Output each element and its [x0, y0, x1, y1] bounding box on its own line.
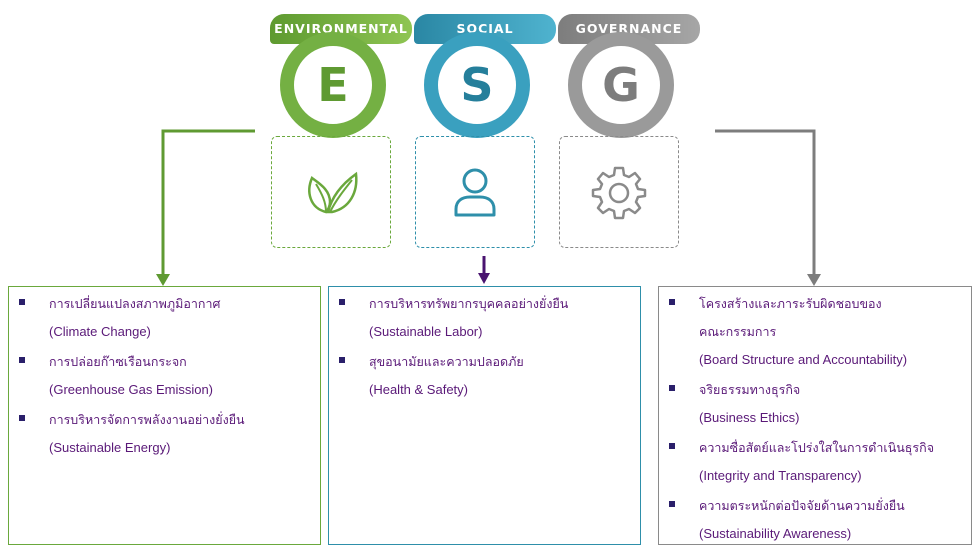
- list-item: ความตระหนักต่อปัจจัยด้านความยั่งยืน (Sus…: [659, 492, 971, 548]
- banner-governance: GOVERNANCE: [558, 14, 700, 44]
- item-thai: โครงสร้างและภาระรับผิดชอบของ: [699, 296, 882, 311]
- environmental-arrowhead: [156, 274, 170, 286]
- pillar-social: SOCIAL S: [414, 0, 564, 250]
- bullet: [19, 299, 25, 305]
- bullet: [669, 501, 675, 507]
- social-icon-box: [415, 136, 535, 248]
- item-english: (Health & Safety): [369, 382, 468, 397]
- item-thai: การปล่อยก๊าซเรือนกระจก: [49, 354, 187, 369]
- list-item: ความซื่อสัตย์และโปร่งใสในการดำเนินธุรกิจ…: [659, 434, 971, 490]
- bullet: [669, 385, 675, 391]
- environmental-connector: [161, 129, 255, 276]
- item-thai: ความซื่อสัตย์และโปร่งใสในการดำเนินธุรกิจ: [699, 440, 935, 455]
- leaf-icon: [308, 171, 358, 214]
- item-english: (Board Structure and Accountability): [699, 352, 908, 367]
- bullet: [19, 357, 25, 363]
- item-thai: การบริหารจัดการพลังงานอย่างยั่งยืน: [49, 412, 245, 427]
- item-thai: ความตระหนักต่อปัจจัยด้านความยั่งยืน: [699, 498, 905, 513]
- list-item: การบริหารทรัพยากรบุคคลอย่างยั่งยืน (Sust…: [329, 290, 640, 346]
- governance-arrowhead: [807, 274, 821, 286]
- bullet: [339, 357, 345, 363]
- list-item: จริยธรรมทางธุรกิจ (Business Ethics): [659, 376, 971, 432]
- letter-g-ring: G: [568, 32, 674, 138]
- item-thai: จริยธรรมทางธุรกิจ: [699, 382, 801, 397]
- pillar-governance: GOVERNANCE G: [558, 0, 708, 250]
- item-thai: การบริหารทรัพยากรบุคคลอย่างยั่งยืน: [369, 296, 569, 311]
- bullet: [669, 299, 675, 305]
- list-item: การบริหารจัดการพลังงานอย่างยั่งยืน (Sust…: [9, 406, 320, 462]
- panel-governance: โครงสร้างและภาระรับผิดชอบของ คณะกรรมการ …: [658, 286, 972, 545]
- panel-social: การบริหารทรัพยากรบุคคลอย่างยั่งยืน (Sust…: [328, 286, 641, 545]
- list-item: การปล่อยก๊าซเรือนกระจก (Greenhouse Gas E…: [9, 348, 320, 404]
- list-item: สุขอนามัยและความปลอดภัย (Health & Safety…: [329, 348, 640, 404]
- bullet: [339, 299, 345, 305]
- item-english: (Sustainability Awareness): [699, 526, 852, 541]
- panel-environmental: การเปลี่ยนแปลงสภาพภูมิอากาศ (Climate Cha…: [8, 286, 321, 545]
- pillar-environmental: ENVIRONMENTAL E: [270, 0, 420, 250]
- person-icon: [454, 168, 496, 217]
- item-thai-continued: คณะกรรมการ: [699, 324, 777, 339]
- governance-connector: [715, 129, 816, 276]
- letter-s-ring: S: [424, 32, 530, 138]
- item-english: (Climate Change): [49, 324, 151, 339]
- environmental-icon-box: [271, 136, 391, 248]
- letter-e-ring: E: [280, 32, 386, 138]
- item-thai: การเปลี่ยนแปลงสภาพภูมิอากาศ: [49, 296, 221, 311]
- item-english: (Greenhouse Gas Emission): [49, 382, 214, 397]
- bullet: [19, 415, 25, 421]
- social-arrowhead: [478, 273, 490, 284]
- gear-icon: [591, 166, 647, 220]
- item-thai: สุขอนามัยและความปลอดภัย: [369, 354, 524, 369]
- item-english: (Business Ethics): [699, 410, 800, 425]
- list-item: โครงสร้างและภาระรับผิดชอบของ คณะกรรมการ …: [659, 290, 971, 374]
- item-english: (Sustainable Labor): [369, 324, 483, 339]
- list-item: การเปลี่ยนแปลงสภาพภูมิอากาศ (Climate Cha…: [9, 290, 320, 346]
- item-english: (Sustainable Energy): [49, 440, 171, 455]
- item-english: (Integrity and Transparency): [699, 468, 862, 483]
- governance-icon-box: [559, 136, 679, 248]
- bullet: [669, 443, 675, 449]
